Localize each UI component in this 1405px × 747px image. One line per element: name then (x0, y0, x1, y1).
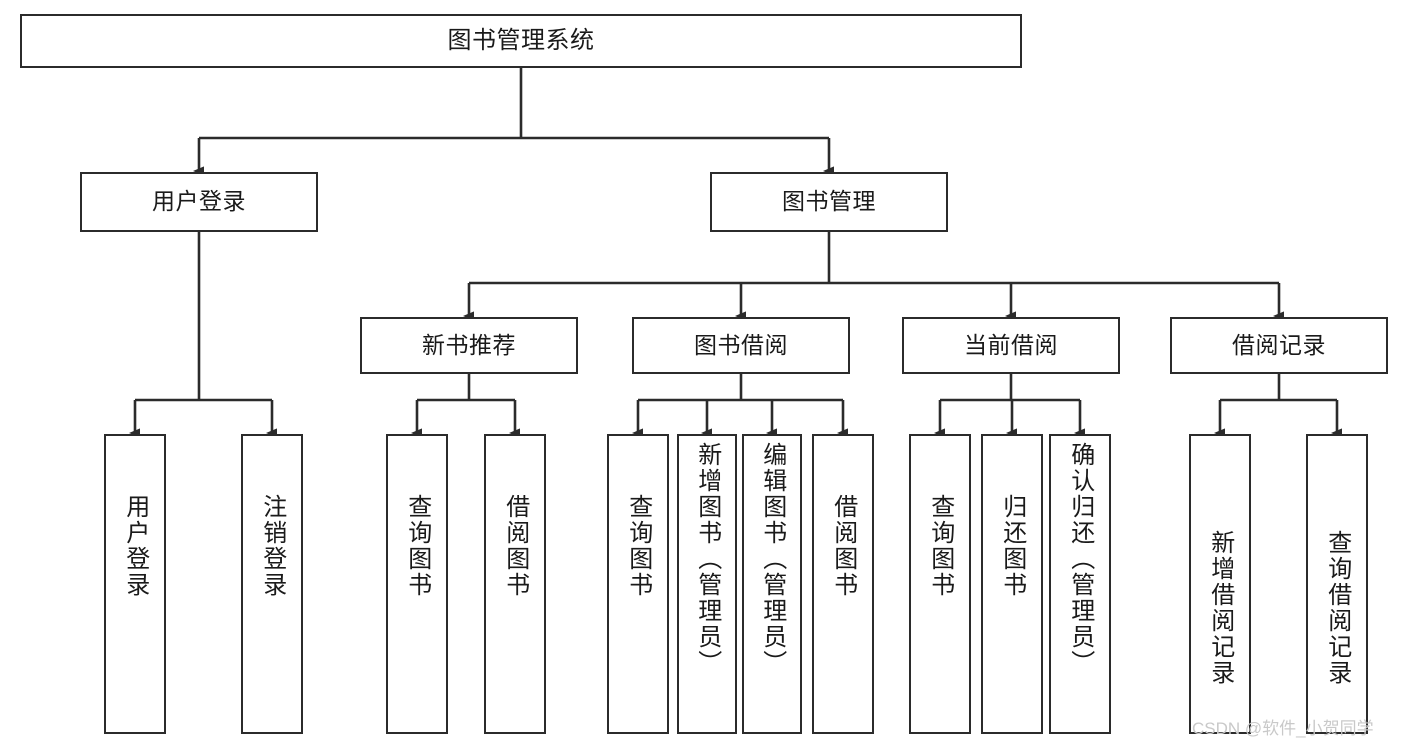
node-label: 归还图书 (998, 494, 1026, 598)
node-user-login[interactable]: 用户登录 (80, 172, 318, 232)
node-leaf-query-book-3[interactable]: 查询图书 (909, 434, 971, 734)
node-new-book-rec[interactable]: 新书推荐 (360, 317, 578, 374)
node-leaf-query-book-2[interactable]: 查询图书 (607, 434, 669, 734)
node-label: 当前借阅 (964, 331, 1058, 358)
node-label: 编辑图书（管理员） (758, 442, 786, 676)
node-label: 图书管理系统 (447, 26, 595, 54)
node-label: 图书借阅 (694, 331, 788, 358)
node-label: 用户登录 (152, 188, 246, 215)
node-leaf-confirm-return[interactable]: 确认归还（管理员） (1049, 434, 1111, 734)
node-label: 借阅图书 (829, 494, 857, 598)
csdn-watermark: CSDN @软件_小贺同学 (1192, 719, 1374, 738)
node-label: 用户登录 (121, 494, 149, 598)
node-leaf-return-book[interactable]: 归还图书 (981, 434, 1043, 734)
node-label: 新增借阅记录 (1206, 530, 1234, 686)
node-label: 新增图书（管理员） (693, 442, 721, 676)
node-root-图书管理系统[interactable]: 图书管理系统 (20, 14, 1022, 68)
node-book-manage[interactable]: 图书管理 (710, 172, 948, 232)
node-label: 查询图书 (403, 494, 431, 598)
node-current-borrow[interactable]: 当前借阅 (902, 317, 1120, 374)
node-leaf-user-logout[interactable]: 注销登录 (241, 434, 303, 734)
node-book-borrow[interactable]: 图书借阅 (632, 317, 850, 374)
node-leaf-query-book-1[interactable]: 查询图书 (386, 434, 448, 734)
node-leaf-add-record[interactable]: 新增借阅记录 (1189, 434, 1251, 734)
node-label: 图书管理 (782, 188, 876, 215)
node-label: 查询图书 (624, 494, 652, 598)
node-borrow-record[interactable]: 借阅记录 (1170, 317, 1388, 374)
node-label: 新书推荐 (422, 331, 516, 358)
node-label: 借阅记录 (1232, 331, 1326, 358)
node-leaf-add-book[interactable]: 新增图书（管理员） (677, 434, 737, 734)
node-label: 查询借阅记录 (1323, 530, 1351, 686)
node-label: 查询图书 (926, 494, 954, 598)
node-label: 确认归还（管理员） (1066, 442, 1094, 676)
node-leaf-borrow-book-1[interactable]: 借阅图书 (484, 434, 546, 734)
node-label: 借阅图书 (501, 494, 529, 598)
node-leaf-user-login[interactable]: 用户登录 (104, 434, 166, 734)
node-label: 注销登录 (258, 494, 286, 598)
node-leaf-borrow-book-2[interactable]: 借阅图书 (812, 434, 874, 734)
node-leaf-query-record[interactable]: 查询借阅记录 (1306, 434, 1368, 734)
node-leaf-edit-book[interactable]: 编辑图书（管理员） (742, 434, 802, 734)
